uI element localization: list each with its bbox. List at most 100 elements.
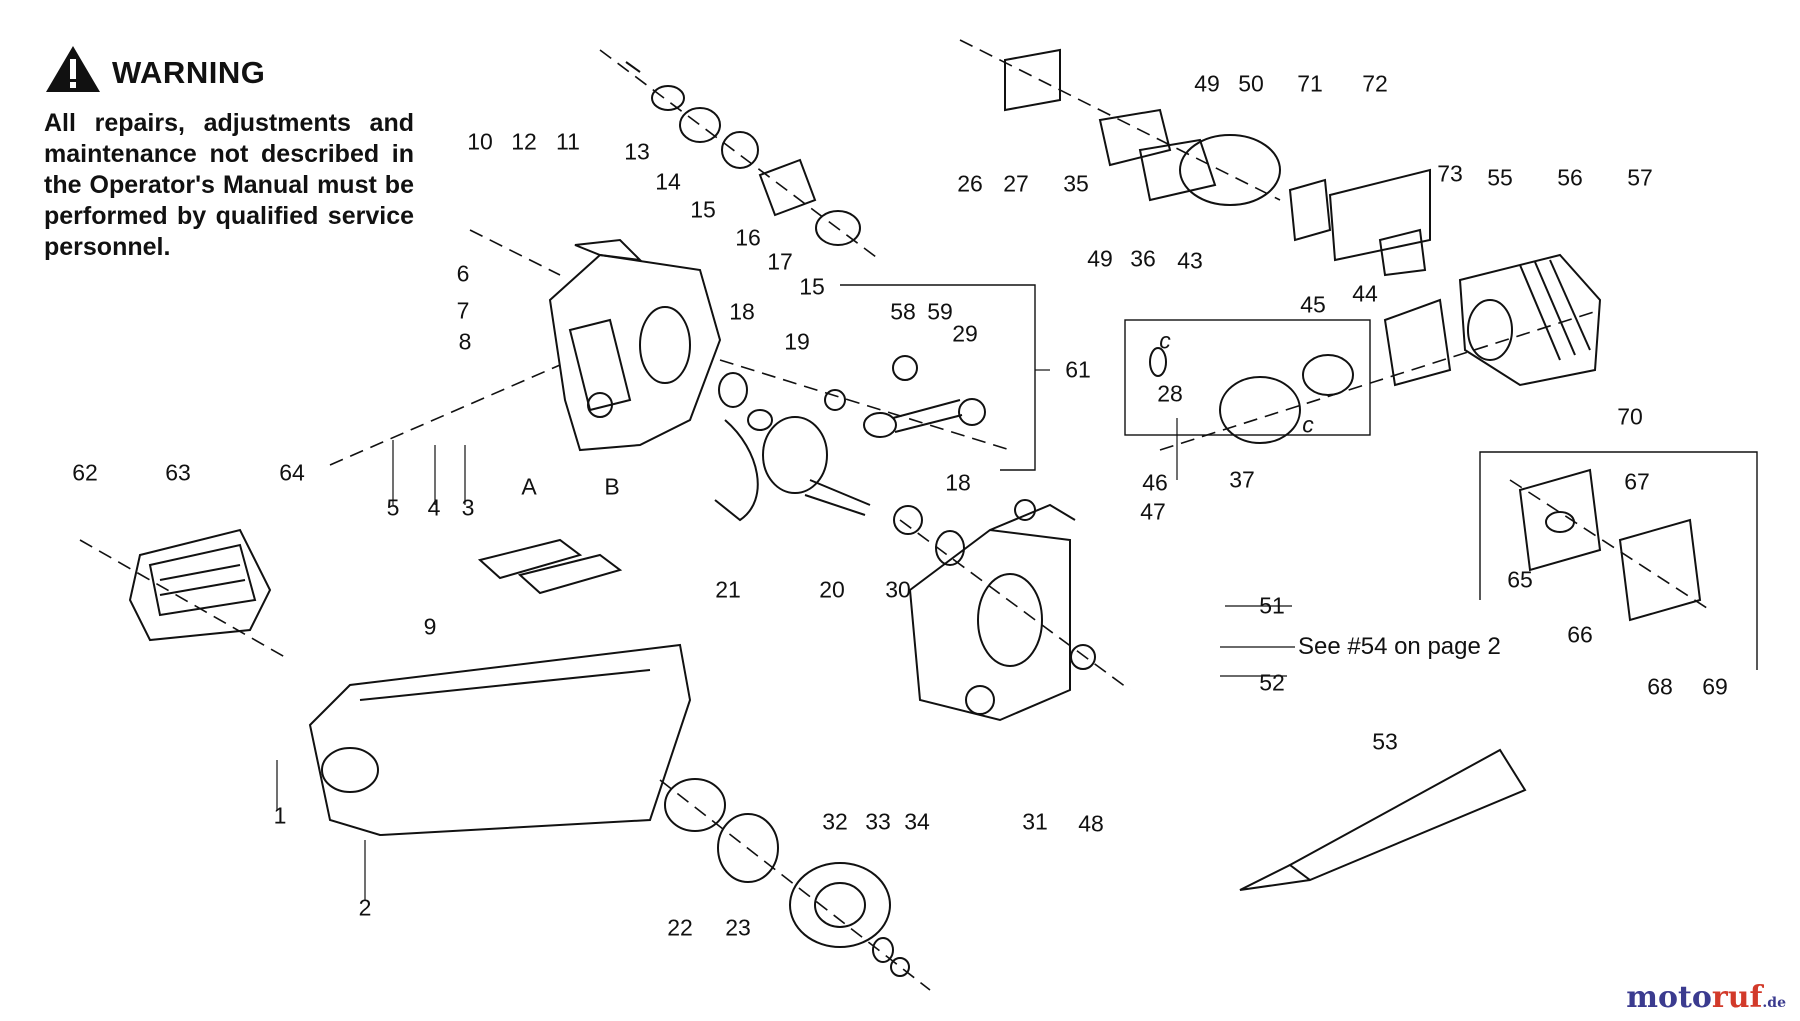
warning-heading: WARNING [112,55,266,90]
side-cover [128,528,272,642]
callout-49: 49 [1194,70,1220,97]
callout-19: 19 [784,328,810,355]
grease-tube [1239,748,1527,891]
callout-73: 73 [1437,160,1463,187]
callout-48: 48 [1078,810,1104,837]
crankshaft [747,389,871,516]
callout-15b: 15 [799,273,825,300]
callout-47: 47 [1140,498,1166,525]
callout-11: 11 [556,128,580,155]
filter-kit-bracket [1479,451,1758,670]
chassis-housing [308,643,692,837]
bearings [718,355,1096,670]
leader-lines [276,369,1295,900]
callout-61: 61 [1065,356,1091,383]
callout-52: 52 [1259,669,1285,696]
callout-9: 9 [423,613,437,640]
crankcase-right-half [908,503,1076,722]
callout-62: 62 [72,459,98,486]
callout-56: 56 [1557,164,1583,191]
callout-67: 67 [1624,468,1650,495]
callout-10: 10 [467,128,493,155]
callout-37: 37 [1229,466,1255,493]
callout-46: 46 [1142,469,1168,496]
callout-B: B [604,473,620,500]
callout-55: 55 [1487,164,1513,191]
callout-29: 29 [952,320,978,347]
callout-36: 36 [1130,245,1156,272]
air-filter-assembly [1518,468,1702,622]
callout-16: 16 [735,224,761,251]
callout-23: 23 [725,914,751,941]
callout-12: 12 [511,128,537,155]
impulse-hose [714,419,759,522]
warning-block: WARNING All repairs, adjustments and mai… [44,44,414,263]
callout-18b: 18 [945,469,971,496]
cylinder [1383,253,1602,387]
callout-32: 32 [822,808,848,835]
crankcase-left-half [548,238,722,452]
watermark-logo: motoruf.de [1626,980,1786,1015]
callout-c-top: c [1159,327,1171,354]
warning-text: All repairs, adjustments and maintenance… [44,109,414,261]
callout-68: 68 [1647,673,1673,700]
callout-63: 63 [165,459,191,486]
callout-A: A [521,473,537,500]
callout-6: 6 [456,260,470,287]
callout-28: 28 [1157,380,1183,407]
callout-13: 13 [624,138,650,165]
callout-51: 51 [1259,592,1285,619]
callout-34: 34 [904,808,930,835]
callout-2: 2 [358,894,372,921]
decals [477,538,623,595]
callout-30: 30 [885,576,911,603]
callout-1: 1 [273,802,287,829]
warning-heading-row: WARNING [44,44,414,102]
reference-note: See #54 on page 2 [1298,633,1501,660]
callout-18: 18 [729,298,755,325]
clutch-assembly [664,778,910,977]
callout-7: 7 [456,297,470,324]
callout-5: 5 [386,494,400,521]
callout-17: 17 [767,248,793,275]
callout-45: 45 [1300,291,1326,318]
callout-57: 57 [1627,164,1653,191]
callout-65: 65 [1507,566,1533,593]
callout-35: 35 [1063,170,1089,197]
callout-3: 3 [461,494,475,521]
callout-66: 66 [1567,621,1593,648]
callout-58: 58 [890,298,916,325]
callout-15: 15 [690,196,716,223]
piston-kit-bracket [1124,319,1371,436]
callout-31: 31 [1022,808,1048,835]
callout-43: 43 [1177,247,1203,274]
callout-c-bottom: c [1302,411,1314,438]
callout-59: 59 [927,298,953,325]
connecting-rod [863,398,986,438]
callout-27: 27 [1003,170,1029,197]
callout-20: 20 [819,576,845,603]
callout-70: 70 [1617,403,1643,430]
callout-33: 33 [865,808,891,835]
callout-26: 26 [957,170,983,197]
callout-21: 21 [715,576,741,603]
callout-14: 14 [655,168,681,195]
callout-22: 22 [667,914,693,941]
warning-triangle-icon [44,44,102,102]
intake-parts [625,61,861,246]
callout-64: 64 [279,459,305,486]
muffler [1004,48,1431,277]
callout-49b: 49 [1087,245,1113,272]
callout-44: 44 [1352,280,1378,307]
callout-69: 69 [1702,673,1728,700]
callout-53: 53 [1372,728,1398,755]
piston [1149,347,1354,444]
crank-kit-bracket [840,284,1036,471]
callout-8: 8 [458,328,472,355]
callout-71: 71 [1297,70,1323,97]
assembly-axes [79,39,1711,991]
callout-4: 4 [427,494,441,521]
callout-72: 72 [1362,70,1388,97]
